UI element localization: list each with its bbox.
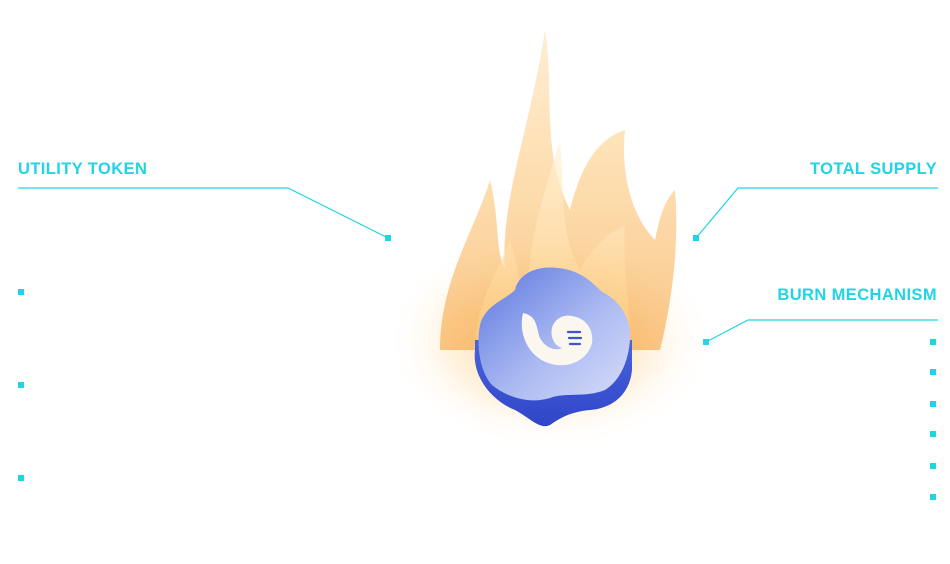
utility-bullet-2 (18, 382, 24, 388)
burn-bullet-2 (930, 369, 936, 375)
supply-leader-dot (693, 235, 699, 241)
burn-bullet-3 (930, 401, 936, 407)
burn-leader-line (705, 319, 938, 343)
burn-bullet-1 (930, 339, 936, 345)
utility-leader-dot (385, 235, 391, 241)
utility-bullet-1 (18, 289, 24, 295)
utility-leader-line (18, 187, 389, 239)
supply-leader-line (695, 187, 938, 239)
total-supply-heading: TOTAL SUPPLY (809, 160, 937, 178)
burn-bullet-4 (930, 431, 936, 437)
burn-mechanism-heading: BURN MECHANISM (777, 286, 937, 304)
burning-token-illustration (385, 30, 715, 450)
burn-bullet-6 (930, 494, 936, 500)
burn-bullet-5 (930, 463, 936, 469)
coin-hand-logo-icon (521, 313, 593, 366)
utility-bullet-3 (18, 475, 24, 481)
utility-token-heading: UTILITY TOKEN (18, 160, 148, 178)
